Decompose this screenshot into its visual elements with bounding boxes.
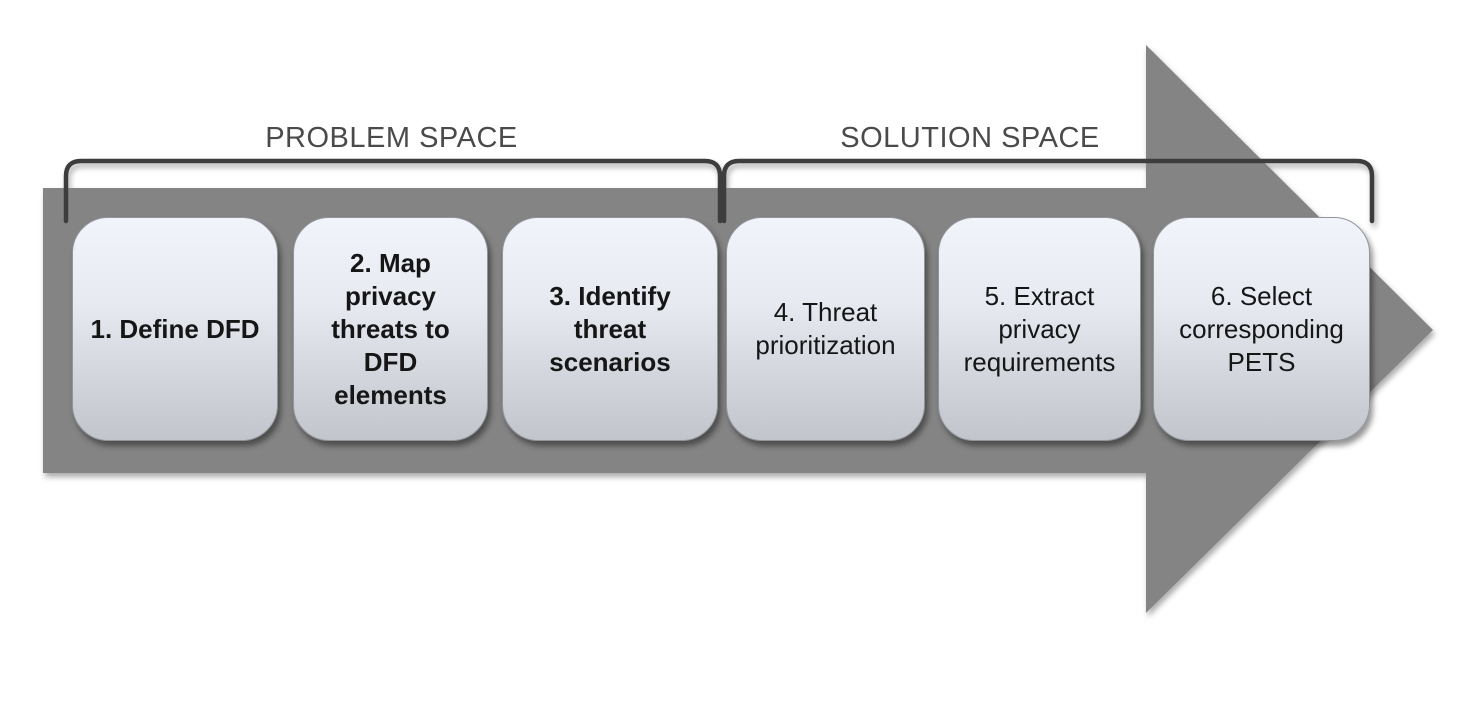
step-box-identify-threat-scenarios: 3. Identify threat scenarios: [502, 217, 718, 441]
step-box-extract-privacy-requirements: 5. Extract privacy requirements: [938, 217, 1141, 441]
problem-space-label: PROBLEM SPACE: [265, 122, 518, 154]
step-6-label: 6. Select corresponding PETS: [1179, 280, 1344, 377]
step-4-label: 4. Threat prioritization: [755, 297, 896, 360]
step-box-map-privacy-threats: 2. Map privacy threats to DFD elements: [293, 217, 488, 441]
solution-space-label: SOLUTION SPACE: [840, 122, 1100, 154]
problem-space-bracket: [63, 158, 723, 224]
step-box-select-corresponding-pets: 6. Select corresponding PETS: [1153, 217, 1370, 441]
step-box-define-dfd: 1. Define DFD: [72, 217, 278, 441]
solution-space-bracket: [721, 158, 1375, 224]
step-5-label: 5. Extract privacy requirements: [963, 280, 1116, 377]
step-1-label: 1. Define DFD: [90, 313, 260, 344]
step-3-label: 3. Identify threat scenarios: [549, 280, 671, 377]
step-box-threat-prioritization: 4. Threat prioritization: [726, 217, 925, 441]
step-2-label: 2. Map privacy threats to DFD elements: [331, 247, 450, 410]
